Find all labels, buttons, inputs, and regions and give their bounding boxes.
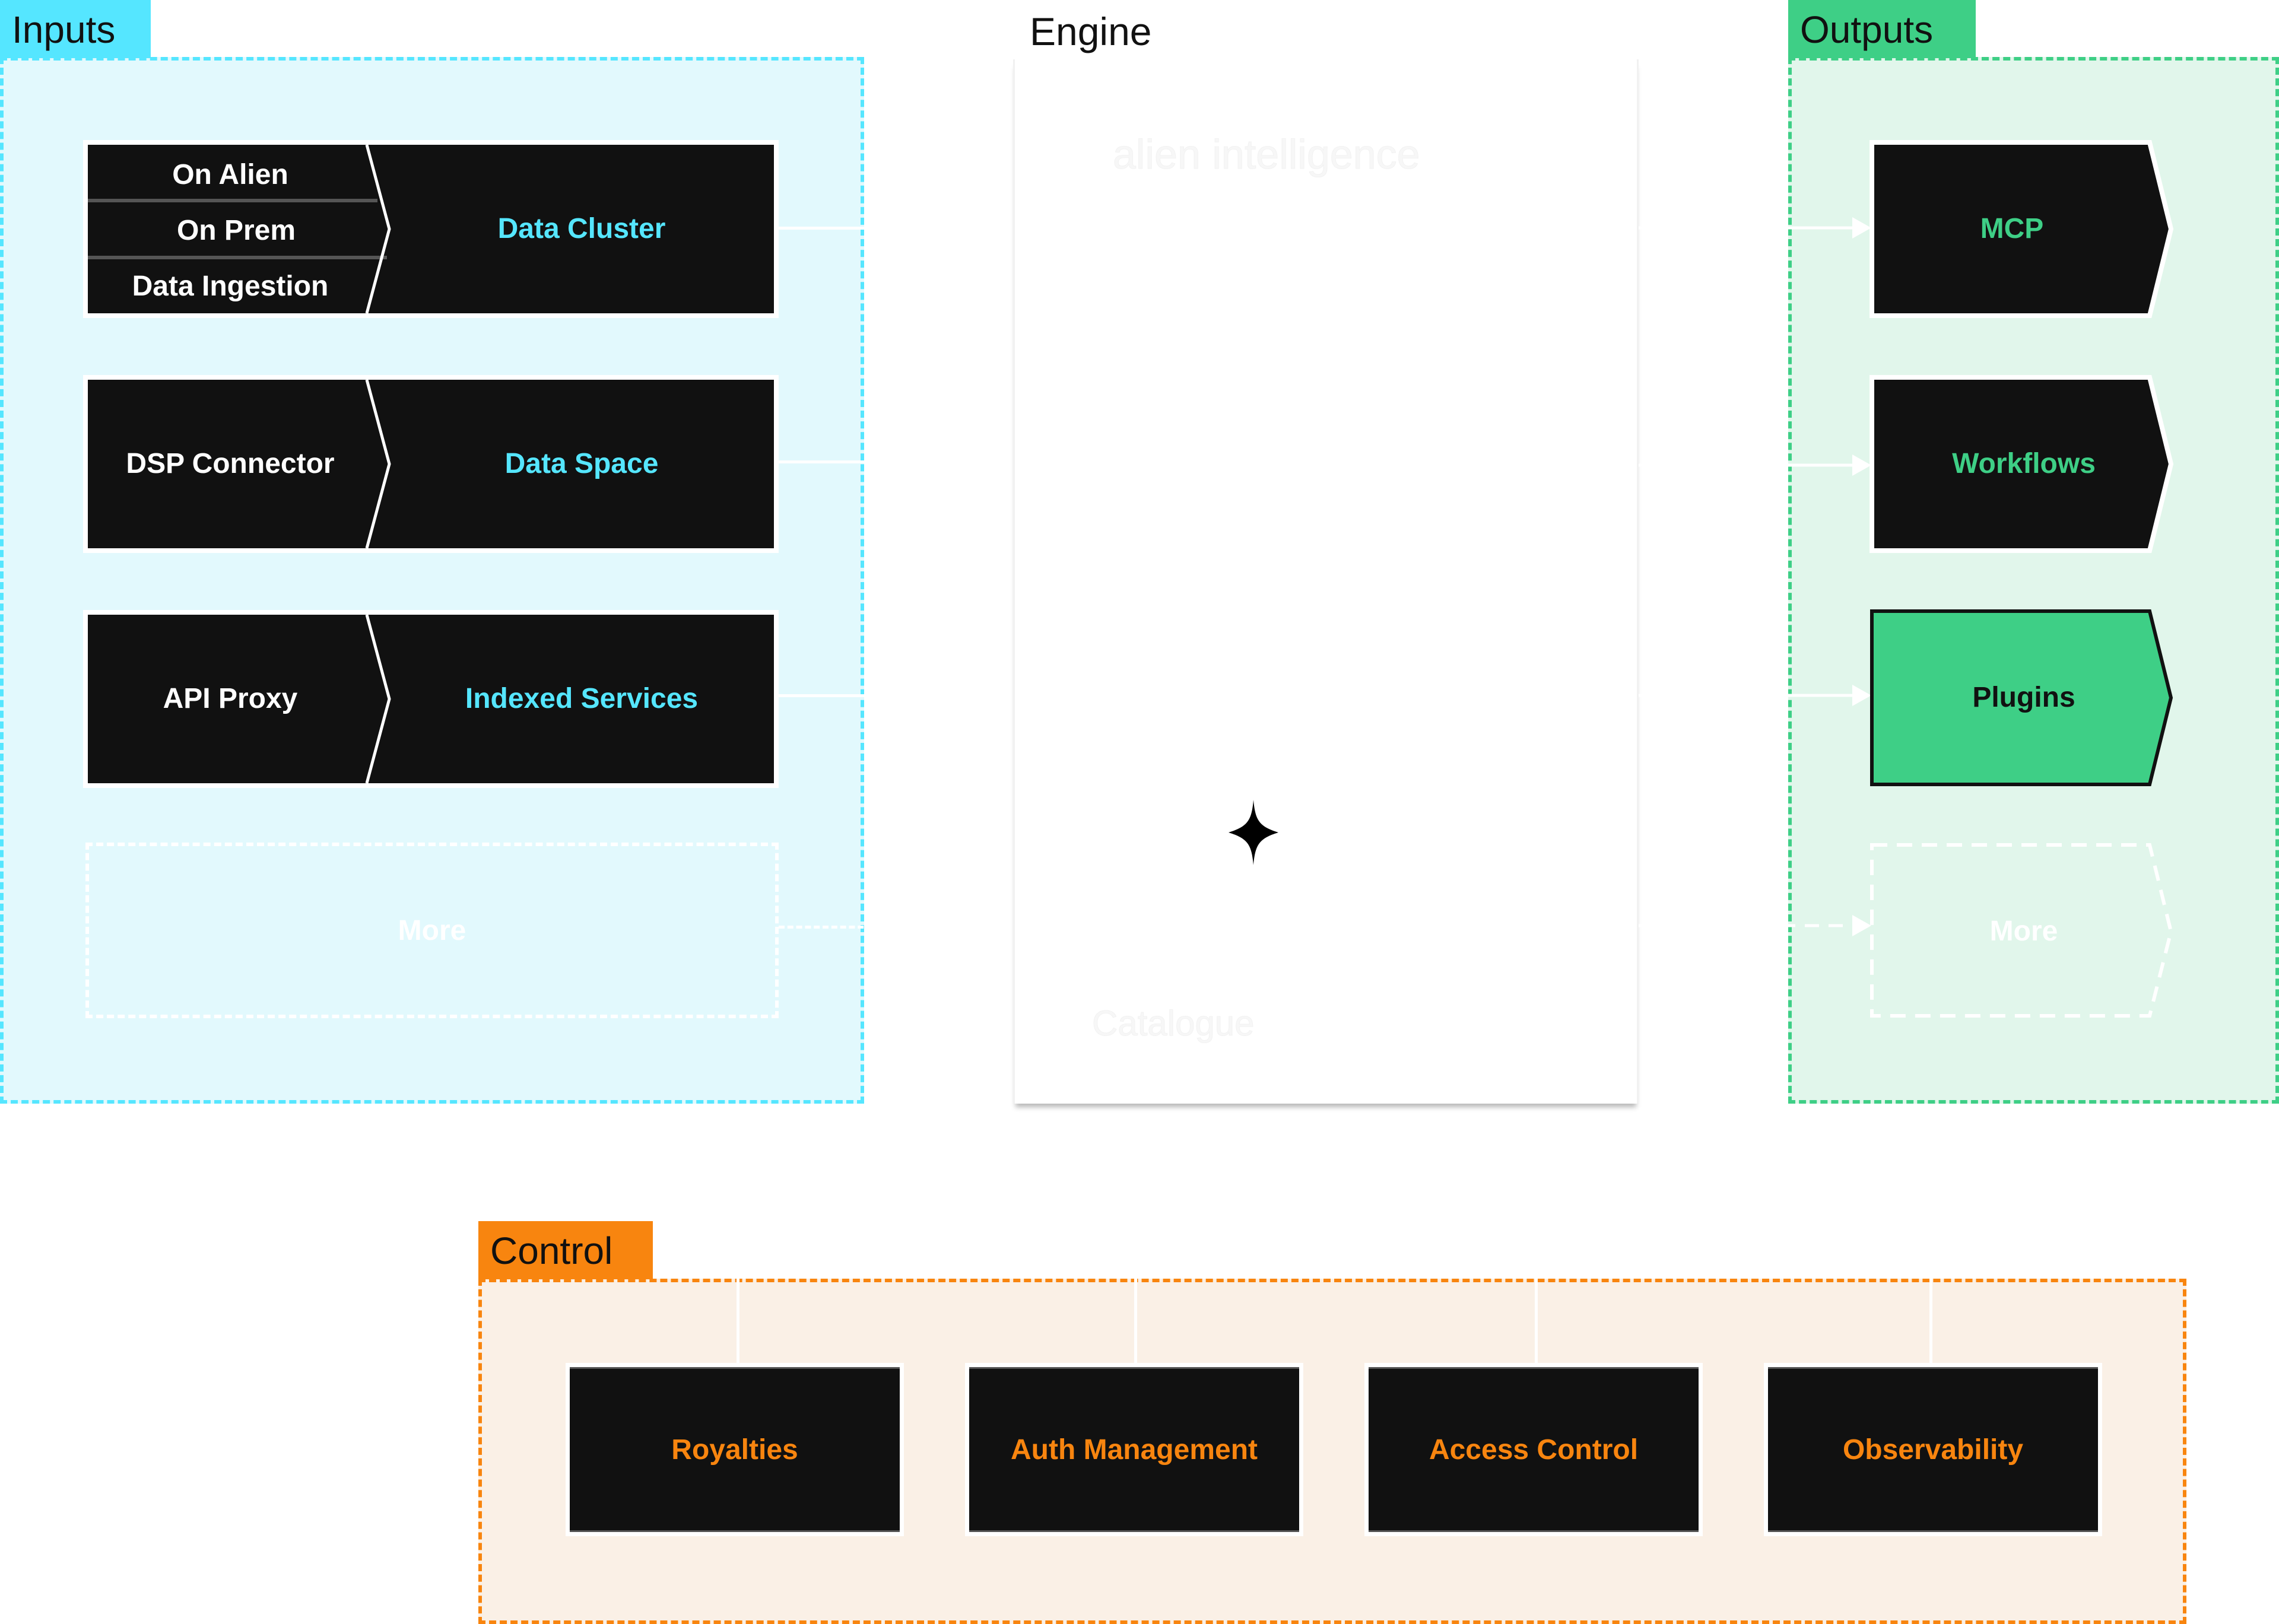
inputs-more-label: More [398,914,466,946]
output-shape [1869,140,2174,318]
output-arrow-more [1639,915,1871,936]
output-plugins[interactable]: Plugins [1869,609,2178,787]
output-arrows [1639,217,1871,706]
connector-inputs-more [779,926,1013,929]
inputs-more-placeholder[interactable]: More [85,843,779,1018]
engine-watermark-brand: alien intelligence [1113,131,1421,178]
control-observability[interactable]: Observability [1764,1363,2102,1536]
output-mcp[interactable]: MCP [1869,140,2178,318]
output-label-mcp: MCP [1980,213,2044,244]
connector-data-cluster [779,227,1013,230]
control-royalties-label: Royalties [570,1367,900,1532]
target-indexed-services[interactable]: Indexed Services [465,683,699,714]
outputs-more-label: More [1989,916,2058,947]
control-observability-label: Observability [1768,1367,2098,1532]
engine-watermark-catalogue: Catalogue [1092,1003,1255,1044]
source-on-alien[interactable]: On Alien [172,159,288,190]
connector-data-space [779,460,1013,463]
inputs-section-label: Inputs [0,0,151,58]
input-row-data-cluster[interactable]: On Alien On Prem Data Ingestion Data Clu… [83,140,779,318]
control-access-control-label: Access Control [1369,1367,1699,1532]
target-data-space[interactable]: Data Space [504,448,659,479]
output-shape-highlighted [1870,609,2173,786]
connector-royalties [737,1279,739,1363]
arrow-head-plugins [1852,685,1871,706]
output-workflows[interactable]: Workflows [1869,375,2178,553]
input-row-data-space[interactable]: DSP Connector Data Space [83,375,779,553]
connector-auth-management [1134,1279,1137,1363]
control-access-control[interactable]: Access Control [1364,1363,1703,1536]
output-label-workflows: Workflows [1952,448,2096,479]
outputs-section-label: Outputs [1788,0,1976,58]
output-shape-placeholder [1870,843,2173,1018]
input-row-shape [88,615,774,783]
output-shape [1869,375,2174,553]
source-data-ingestion[interactable]: Data Ingestion [132,271,329,302]
control-auth-management[interactable]: Auth Management [965,1363,1303,1536]
outputs-more-placeholder[interactable]: More [1869,843,2178,1021]
engine-title: Engine [1030,9,1152,53]
arrow-head-mcp [1852,217,1871,239]
source-on-prem[interactable]: On Prem [176,215,296,246]
source-dsp-connector[interactable]: DSP Connector [126,448,335,479]
output-label-plugins: Plugins [1972,682,2075,713]
engine-panel[interactable] [1013,59,1639,1104]
connector-indexed-services [779,694,1013,697]
connector-observability [1929,1279,1932,1363]
input-row-shape [88,145,774,313]
control-section-label: Control [478,1221,653,1279]
connector-access-control [1535,1279,1538,1363]
input-row-indexed-services[interactable]: API Proxy Indexed Services [83,610,779,788]
target-data-cluster[interactable]: Data Cluster [497,213,666,244]
control-royalties[interactable]: Royalties [566,1363,904,1536]
source-api-proxy[interactable]: API Proxy [163,683,298,714]
input-row-shape [88,380,774,548]
sparkle-icon[interactable] [1224,800,1283,865]
arrow-head-workflows [1852,455,1871,476]
control-auth-management-label: Auth Management [969,1367,1299,1532]
